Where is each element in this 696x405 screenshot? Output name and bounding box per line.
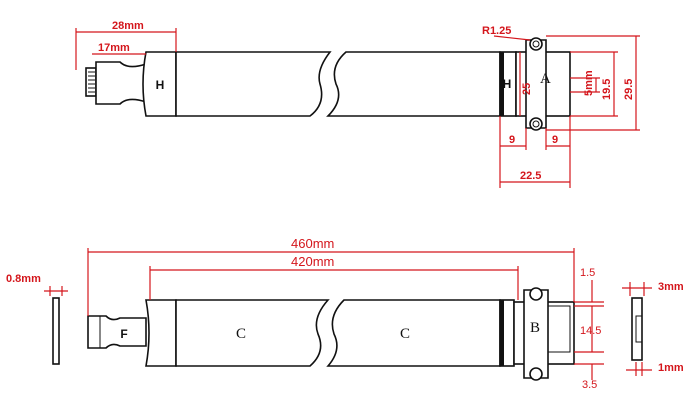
dim-14-5-label: 14.5 bbox=[580, 325, 601, 337]
dim-17-label: 17mm bbox=[98, 42, 130, 54]
label-b: B bbox=[530, 320, 540, 336]
label-a: A bbox=[540, 71, 551, 87]
dim-420-label: 420mm bbox=[291, 254, 334, 269]
b-flange-hole-top bbox=[529, 287, 543, 301]
dim-25-label: 25 bbox=[521, 83, 533, 95]
label-f: F bbox=[120, 327, 127, 341]
ribbon-top-left bbox=[175, 51, 332, 117]
dim-1mm-label: 1mm bbox=[658, 362, 684, 374]
ribbon-top-right bbox=[326, 51, 501, 117]
label-h-left: H bbox=[156, 78, 165, 92]
right-h-stripe bbox=[500, 52, 504, 116]
b-flange-hole-bottom bbox=[529, 367, 543, 381]
dim-460-label: 460mm bbox=[291, 236, 334, 251]
ribbon-side-left bbox=[175, 299, 330, 367]
dim-9-right-label: 9 bbox=[552, 134, 558, 146]
dim-1-5-label: 1.5 bbox=[580, 267, 595, 279]
left-neck bbox=[95, 61, 147, 105]
top-view: H H A 28mm 17mm R1.25 25 bbox=[75, 20, 640, 188]
label-c-right: C bbox=[400, 326, 410, 342]
f-connector bbox=[87, 315, 147, 349]
flange-hole-bottom bbox=[529, 117, 543, 131]
dim-19-5-label: 19.5 bbox=[601, 79, 613, 100]
right-end-view bbox=[631, 297, 643, 361]
side-view: 0.8mm F C C B 460mm 420mm bbox=[6, 236, 684, 391]
dim-0-8-label: 0.8mm bbox=[6, 273, 41, 285]
flange-hole-top bbox=[529, 37, 543, 51]
left-h-block bbox=[142, 51, 177, 117]
dim-22-5-label: 22.5 bbox=[520, 170, 541, 182]
dim-r-label: R1.25 bbox=[482, 25, 511, 37]
left-end-plate bbox=[52, 297, 60, 365]
b-inner-cavity bbox=[547, 305, 571, 353]
dim-line-r bbox=[493, 35, 531, 41]
left-pin-lines bbox=[88, 71, 95, 93]
f-block bbox=[145, 299, 177, 367]
label-c-left: C bbox=[236, 326, 246, 342]
dim-9-left-label: 9 bbox=[509, 134, 515, 146]
ribbon-side-right bbox=[326, 299, 501, 367]
dim-29-5-label: 29.5 bbox=[623, 79, 635, 100]
dim-3mm-label: 3mm bbox=[658, 281, 684, 293]
dim-5-label: 5mm bbox=[583, 70, 595, 96]
label-h-right: H bbox=[503, 77, 512, 91]
dim-28-label: 28mm bbox=[112, 20, 144, 32]
dim-3-5-label: 3.5 bbox=[582, 379, 597, 391]
